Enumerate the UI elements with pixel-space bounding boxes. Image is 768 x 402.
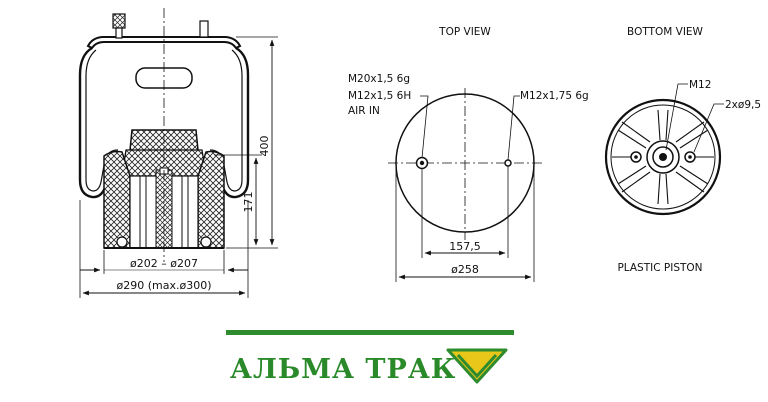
- brand-name: АЛЬМА ТРАК: [230, 354, 456, 385]
- bottom-view-title: BOTTOM VIEW: [627, 26, 704, 38]
- dim-bolt-spacing: 157,5: [421, 166, 509, 258]
- top-view-title: TOP VIEW: [438, 26, 491, 38]
- dim-outer-diameter: ø290 (max.ø300): [79, 200, 249, 298]
- center-bolt: [659, 153, 667, 161]
- m12-label: M12: [689, 79, 711, 91]
- dim-height-total: 400: [226, 36, 278, 249]
- piston: [103, 150, 131, 249]
- dim-171-label: 171: [242, 192, 255, 213]
- thread-main-label: M20x1,5 6g: [348, 73, 410, 85]
- dim-piston-diameter: ø202 – ø207: [80, 250, 248, 274]
- dim-plate-label: ø258: [451, 263, 479, 276]
- brand-line: [226, 330, 514, 335]
- dim-plate-diameter: ø258: [395, 168, 535, 282]
- brand-logo: АЛЬМА ТРАК: [226, 330, 514, 385]
- dim-piston-label: ø202 – ø207: [130, 257, 198, 270]
- side-view: 400 171 ø202 – ø207 ø290 (max.ø300): [78, 8, 278, 298]
- holes-label: 2xø9,5: [725, 99, 761, 111]
- thread-air-label: M12x1,5 6H: [348, 90, 411, 102]
- dim-bolt-label: 157,5: [449, 240, 481, 253]
- plastic-piston-label: PLASTIC PISTON: [617, 262, 702, 274]
- bottom-view: BOTTOM VIEW M12 2xø9,5 PLA: [604, 26, 761, 274]
- dim-height-piston: 171: [214, 154, 262, 246]
- thread-side-label: M12x1,75 6g: [520, 90, 589, 102]
- stud-m20-top: [415, 156, 429, 170]
- stud-m12-top: [504, 159, 512, 167]
- top-view: TOP VIEW M20x1,5 6g M12x1,5 6H AIR IN M1…: [348, 26, 589, 282]
- mount-hole-left: [630, 151, 642, 163]
- dim-400-label: 400: [258, 136, 271, 157]
- air-in-label: AIR IN: [348, 105, 380, 117]
- dim-outer-label: ø290 (max.ø300): [117, 279, 212, 292]
- mount-hole-right: [684, 151, 696, 163]
- stud-m12: [199, 20, 209, 38]
- stud-m20: [112, 13, 126, 39]
